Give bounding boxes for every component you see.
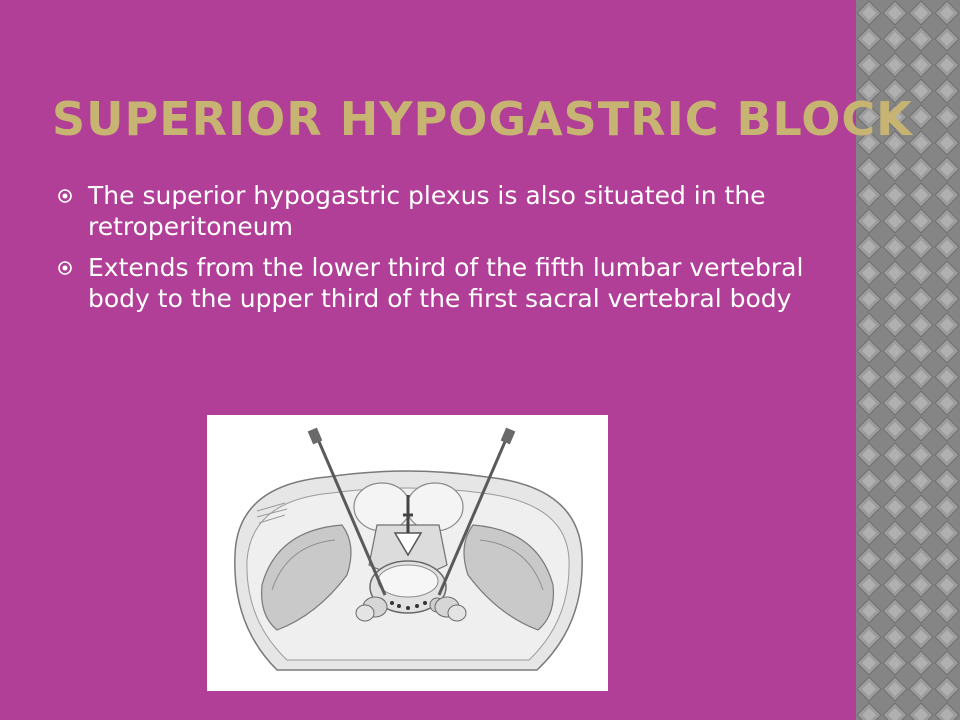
bullet-item: The superior hypogastric plexus is also …: [58, 180, 818, 242]
anatomy-figure: [207, 415, 608, 691]
bullet-item: Extends from the lower third of the fift…: [58, 252, 818, 314]
bullet-list: The superior hypogastric plexus is also …: [58, 180, 818, 324]
bullet-text: Extends from the lower third of the fift…: [88, 253, 804, 313]
slide-title: Superior Hypogastric Block: [52, 92, 913, 146]
bullet-text: The superior hypogastric plexus is also …: [88, 181, 766, 241]
decorative-side-pattern: [856, 0, 960, 720]
target-bullet-icon: [58, 261, 72, 275]
target-bullet-icon: [58, 189, 72, 203]
needle-block-diagram-icon: [234, 427, 583, 671]
